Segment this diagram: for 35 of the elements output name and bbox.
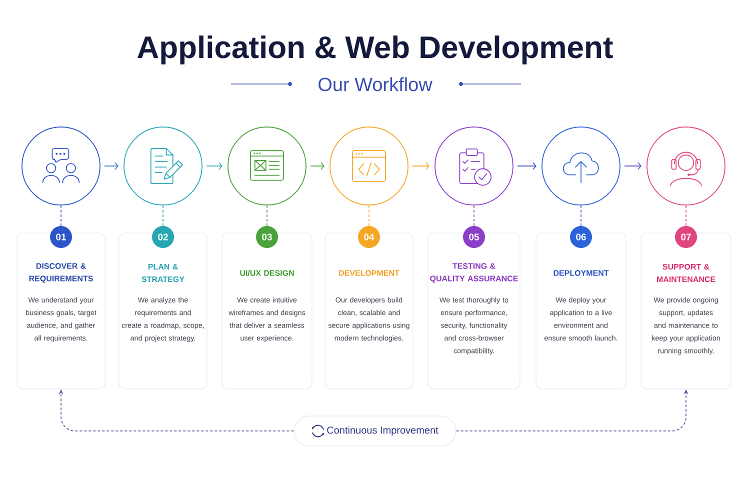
step-card	[428, 232, 520, 390]
connector-line	[580, 205, 582, 226]
number-badge: 07	[675, 226, 697, 248]
title: Application & Web Development	[138, 36, 613, 64]
number-badge: 06	[570, 226, 592, 248]
connector-line	[60, 205, 62, 226]
step-card	[16, 232, 106, 390]
arrow	[517, 162, 537, 170]
arrow	[310, 162, 325, 170]
step-heading: PLAN & STRATEGY	[142, 264, 184, 282]
step-card	[640, 232, 732, 390]
subtitle: Our Workflow	[318, 77, 432, 92]
number-badge: 04	[358, 226, 380, 248]
step-heading: SUPPORT & MAINTENANCE	[656, 264, 716, 282]
step-heading: DEPLOYMENT	[554, 270, 609, 276]
arrow	[206, 162, 223, 170]
connector-line	[266, 205, 268, 226]
step-heading: DEVELOPMENT	[339, 270, 400, 276]
number-badge: 01	[50, 226, 72, 248]
step-card	[118, 232, 208, 390]
number-badge: 03	[256, 226, 278, 248]
step-heading: DISCOVER & REQUIREMENTS	[29, 263, 93, 283]
arrow	[104, 162, 119, 170]
arrow	[624, 162, 642, 170]
step-card	[324, 232, 414, 390]
step-heading: UI/UX DESIGN	[240, 270, 294, 276]
arrow	[412, 162, 430, 170]
connector-line	[162, 205, 164, 226]
step-heading: TESTING & QUALITY ASSURANCE	[430, 263, 518, 283]
improvement-pill: Continuous Improvement	[294, 416, 456, 446]
number-badge: 02	[152, 226, 174, 248]
connector-line	[368, 205, 370, 226]
number-badge: 05	[463, 226, 485, 248]
step-card	[222, 232, 312, 390]
step-card	[536, 232, 626, 390]
